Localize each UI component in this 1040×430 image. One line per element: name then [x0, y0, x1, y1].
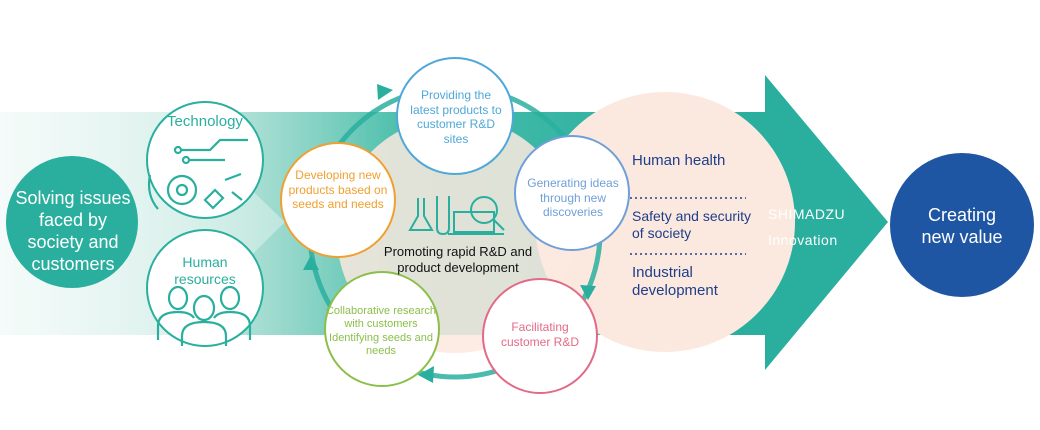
right-circle-text: Creating new value	[921, 205, 1003, 247]
facilitating-circle	[482, 278, 598, 394]
right-circle	[890, 153, 1034, 297]
field-safety: Safety and security of society	[632, 208, 752, 242]
center-text: Promoting rapid R&D and product developm…	[383, 244, 533, 275]
arrow-label-line1: SHIMADZU	[768, 206, 846, 222]
ring-arrowhead-left	[303, 255, 319, 270]
lab-icon	[408, 196, 505, 236]
ring-arrowhead-right	[580, 285, 596, 300]
collaborative-circle	[324, 271, 440, 387]
generating-circle	[514, 135, 630, 251]
facilitating-text: Facilitating customer R&D	[500, 320, 580, 349]
people-icon	[156, 285, 252, 346]
developing-circle	[280, 142, 396, 258]
developing-text: Developing new products based on seeds a…	[288, 168, 388, 212]
human-resources-circle	[146, 229, 264, 347]
providing-circle	[396, 57, 514, 175]
technology-label: Technology	[167, 113, 243, 130]
human-resources-label: Human resources	[174, 254, 236, 288]
collaborative-text: Collaborative research with customers Id…	[325, 305, 437, 358]
field-industrial: Industrial development	[632, 264, 718, 300]
ring-arrowhead-top	[377, 84, 393, 100]
providing-text: Providing the latest products to custome…	[410, 88, 502, 146]
left-circle	[6, 156, 138, 288]
generating-text: Generating ideas through new discoveries	[527, 176, 619, 220]
field-human-health: Human health	[632, 152, 726, 169]
arrow-label-line2: Innovation	[768, 232, 838, 248]
ring-arrowhead-bottom	[418, 366, 434, 383]
technology-icon	[147, 138, 248, 210]
left-circle-text: Solving issues faced by society and cust…	[15, 188, 131, 274]
